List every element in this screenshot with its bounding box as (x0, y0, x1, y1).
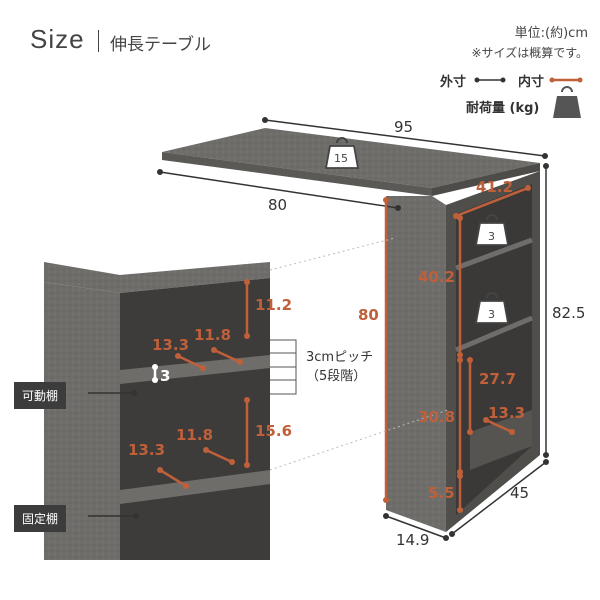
pitch-line-2: （5段階） (306, 369, 367, 384)
dim-shelf-upper-height (457, 215, 463, 358)
dim-side-depth (449, 459, 549, 537)
pitch-bracket (270, 339, 297, 395)
shelf-load-icon-2 (474, 292, 510, 324)
dim-shelf-top-width (453, 185, 531, 219)
label-detail-adj-small: 3 (160, 367, 170, 385)
label-detail-mid-height: 15.6 (255, 422, 292, 440)
label-detail-top-gap: 11.2 (255, 296, 292, 314)
label-table-height: 80 (358, 306, 379, 324)
dim-detail-adj-small (152, 364, 158, 383)
label-detail-fix-width: 11.8 (176, 426, 213, 444)
dim-table-height (383, 197, 389, 503)
detail-guide-lines (269, 237, 449, 471)
legend-inner-swatch (549, 77, 583, 83)
label-shelf-load-2: 3 (488, 308, 495, 321)
callout-leader-movable (88, 390, 137, 396)
callout-movable-shelf: 可動棚 (14, 382, 67, 409)
label-base-width: 14.9 (396, 531, 429, 549)
dim-detail-mid-height (244, 397, 250, 468)
dim-detail-fix-depth (157, 467, 189, 489)
label-table-load: 15 (334, 152, 348, 165)
dim-base-width (383, 513, 449, 541)
approx-note: ※サイズは概算です。 (471, 46, 589, 60)
dim-top-depth (157, 169, 401, 211)
label-detail-adj-width: 11.8 (194, 326, 231, 344)
label-detail-fix-depth: 13.3 (128, 441, 165, 459)
label-shelf-lower-depth: 13.3 (488, 404, 525, 422)
shelf-load-icon-1 (474, 214, 510, 246)
size-heading: Size (30, 24, 85, 54)
legend-outer-swatch (474, 77, 506, 83)
dim-detail-adj-depth (175, 353, 206, 371)
label-shelf-lower-height: 30.8 (418, 408, 455, 426)
unit-note: 単位:(約)cm (514, 26, 588, 41)
callout-leader-fixed (88, 513, 139, 519)
dim-detail-adj-width (211, 347, 243, 365)
label-shelf-load-1: 3 (488, 230, 495, 243)
dim-shelf-bottom-gap (457, 473, 463, 513)
product-name: 伸長テーブル (110, 35, 211, 55)
dim-total-height (543, 163, 549, 458)
dim-detail-fix-width (203, 447, 235, 465)
detail-cabinet (44, 262, 270, 560)
callout-fixed-shelf: 固定棚 (14, 505, 67, 532)
label-shelf-upper-height: 40.2 (418, 268, 455, 286)
label-side-depth: 45 (510, 484, 529, 502)
load-weight-icon (553, 86, 581, 118)
dim-shelf-lower-depth (483, 417, 515, 435)
pitch-note: 3cmピッチ （5段階） (306, 348, 373, 386)
table-load-icon (324, 137, 360, 169)
table-cabinet (386, 171, 540, 532)
label-shelf-lower-inner: 27.7 (479, 370, 516, 388)
dim-detail-top-gap (244, 279, 250, 339)
label-shelf-top-width: 41.2 (476, 178, 513, 196)
legend-load-label: 耐荷量 (kg) (466, 101, 540, 116)
dim-shelf-lower-inner (467, 357, 473, 435)
legend-inner-label: 内寸 (518, 75, 545, 90)
label-total-height: 82.5 (552, 304, 585, 322)
label-top-depth: 80 (268, 196, 287, 214)
label-detail-adj-depth: 13.3 (152, 336, 189, 354)
legend-outer-label: 外寸 (440, 75, 467, 90)
dim-top-width (262, 117, 548, 159)
title-divider (98, 30, 99, 52)
label-shelf-bottom-gap: 5.5 (428, 484, 455, 502)
label-top-width: 95 (394, 118, 413, 136)
pitch-line-1: 3cmピッチ (306, 350, 374, 365)
